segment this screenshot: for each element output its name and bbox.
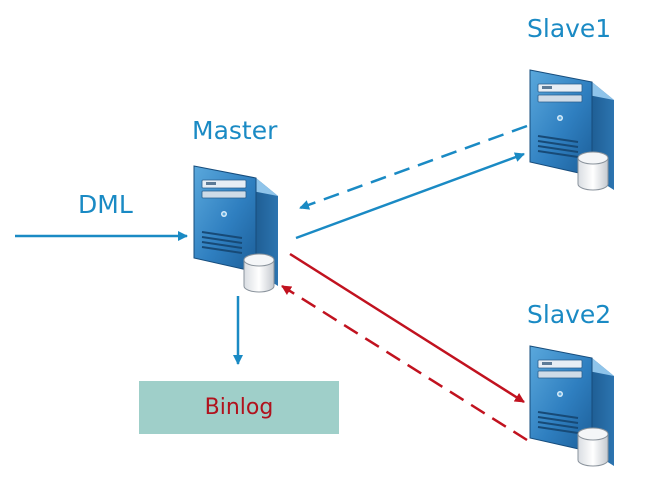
slave1-database-icon	[577, 151, 609, 191]
master-database-icon	[243, 253, 275, 293]
binlog-label: Binlog	[204, 395, 274, 420]
slave1-label: Slave1	[527, 14, 612, 43]
master-label: Master	[192, 116, 278, 145]
dml-label: DML	[78, 190, 133, 219]
slave2-label: Slave2	[527, 300, 612, 329]
binlog-box: Binlog	[139, 381, 339, 434]
slave1-request-arrow	[299, 124, 528, 210]
slave1-send-arrow	[295, 152, 525, 240]
slave2-send-arrow	[289, 252, 525, 404]
slave2-database-icon	[577, 427, 609, 467]
